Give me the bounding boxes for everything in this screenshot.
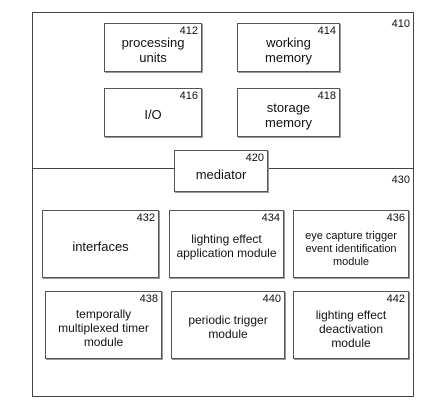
lower-section-ref: 430 (391, 174, 410, 186)
mediator-label: mediator (195, 166, 247, 182)
periodic-trigger-label: periodic trigger module (188, 313, 268, 341)
lighting-effect-deactivation-label: lighting effect deactivation module (315, 308, 387, 350)
system-frame-ref: 410 (391, 18, 410, 30)
mediator-block: 420 mediator (174, 150, 268, 192)
working-memory-ref: 414 (317, 25, 336, 37)
interfaces-ref: 432 (136, 212, 155, 224)
io-label: I/O (144, 107, 162, 122)
periodic-trigger-module: 440 periodic trigger module (171, 291, 285, 359)
lighting-effect-application-module: 434 lighting effect application module (169, 210, 284, 278)
mediator-ref: 420 (245, 152, 264, 164)
lighting-effect-deactivation-module: 442 lighting effect deactivation module (293, 291, 409, 359)
processing-units-block: 412 processing units (104, 23, 202, 72)
storage-memory-ref: 418 (317, 90, 336, 102)
io-block: 416 I/O (104, 88, 202, 137)
temporally-multiplexed-timer-ref: 438 (139, 293, 158, 305)
storage-memory-label: storage memory (265, 99, 312, 130)
lighting-effect-application-ref: 434 (261, 212, 280, 224)
processing-units-ref: 412 (179, 25, 198, 37)
lighting-effect-deactivation-ref: 442 (386, 293, 405, 305)
processing-units-label: processing units (121, 34, 185, 65)
interfaces-label: interfaces (72, 238, 129, 254)
eye-capture-trigger-module: 436 eye capture trigger event identifica… (293, 210, 409, 278)
storage-memory-block: 418 storage memory (237, 88, 340, 137)
eye-capture-trigger-label: eye capture trigger event identification… (305, 229, 397, 268)
interfaces-module: 432 interfaces (42, 210, 159, 278)
working-memory-label: working memory (265, 34, 312, 65)
lighting-effect-application-label: lighting effect application module (176, 232, 277, 260)
periodic-trigger-ref: 440 (262, 293, 281, 305)
working-memory-block: 414 working memory (237, 23, 340, 72)
temporally-multiplexed-timer-module: 438 temporally multiplexed timer module (45, 291, 162, 359)
io-ref: 416 (179, 90, 198, 102)
temporally-multiplexed-timer-label: temporally multiplexed timer module (58, 307, 149, 349)
eye-capture-trigger-ref: 436 (386, 212, 405, 224)
